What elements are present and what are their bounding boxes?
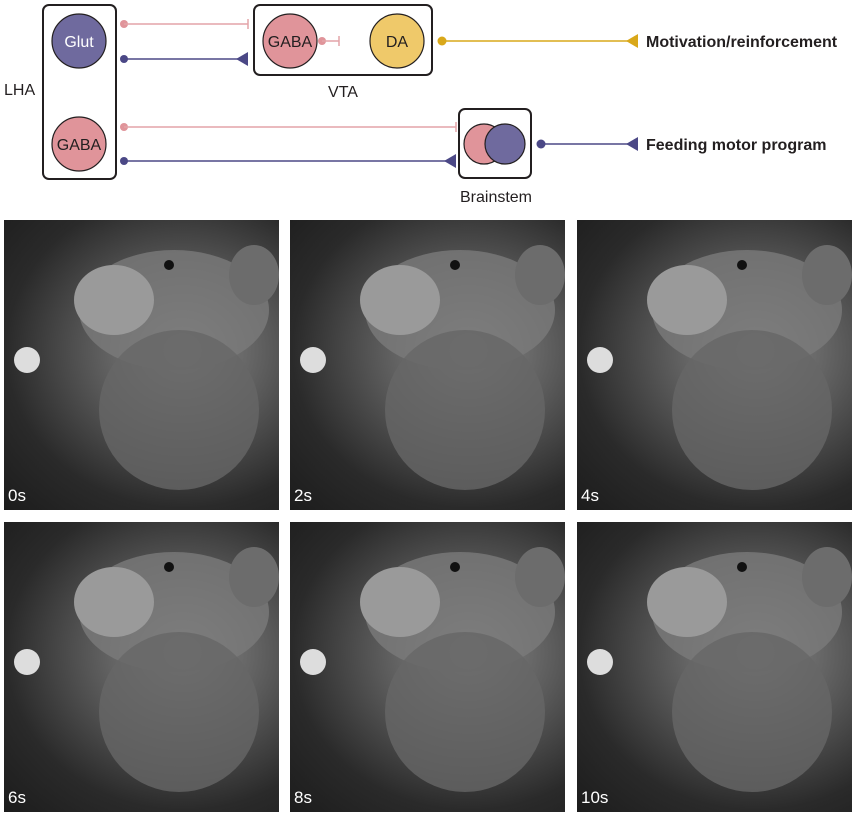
- rat-image: [587, 547, 852, 792]
- vta-gaba-neuron: [262, 13, 318, 69]
- rat-image: [14, 245, 279, 490]
- frame-time-label: 2s: [294, 486, 312, 505]
- video-frame: 4s: [577, 220, 852, 510]
- video-frame: 2s: [290, 220, 565, 510]
- vta-gaba-to-da-inhibitory: [318, 36, 340, 46]
- lha-gaba-to-vta-inhibitory: [120, 19, 249, 29]
- frame-time-label: 8s: [294, 788, 312, 807]
- frame-time-label: 6s: [8, 788, 26, 807]
- lha-gaba-neuron: [51, 116, 107, 172]
- lha-glut-label: Glut: [64, 34, 94, 51]
- vta-label: VTA: [328, 84, 358, 101]
- vta-box: [253, 4, 433, 76]
- rat-image: [14, 547, 279, 792]
- rat-image: [587, 245, 852, 490]
- vta-da-label: DA: [386, 34, 409, 51]
- video-frame: 8s: [290, 522, 565, 812]
- feeding-output-label: Feeding motor program: [646, 137, 826, 154]
- vta-gaba-label: GABA: [268, 34, 313, 51]
- brainstem-box: [458, 108, 532, 179]
- video-frame: 0s: [4, 220, 279, 510]
- brainstem-glut-neuron: [484, 123, 526, 165]
- rat-image: [300, 547, 565, 792]
- frame-time-label: 4s: [581, 486, 599, 505]
- lha-gaba-to-brainstem-inhibitory: [120, 122, 457, 132]
- lha-box: [42, 4, 117, 180]
- da-output-line: [437, 34, 638, 48]
- frame-time-label: 0s: [8, 486, 26, 505]
- vta-da-neuron: [369, 13, 425, 69]
- video-frame: 10s: [577, 522, 852, 812]
- rat-image: [300, 245, 565, 490]
- video-frame: 6s: [4, 522, 279, 812]
- lha-label: LHA: [4, 82, 35, 99]
- vta-to-lha-excitatory: [120, 52, 248, 66]
- motivation-output-label: Motivation/reinforcement: [646, 34, 838, 51]
- brainstem-output-line: [536, 137, 638, 151]
- brainstem-to-lha-excitatory: [120, 154, 456, 168]
- frame-time-label: 10s: [581, 788, 609, 807]
- brainstem-label: Brainstem: [460, 189, 532, 206]
- circuit-diagram: LHA Glut GABA GABA DA VTA Motivation/rei…: [4, 4, 838, 206]
- lha-glut-neuron: [51, 13, 107, 69]
- lha-gaba-label: GABA: [57, 137, 102, 154]
